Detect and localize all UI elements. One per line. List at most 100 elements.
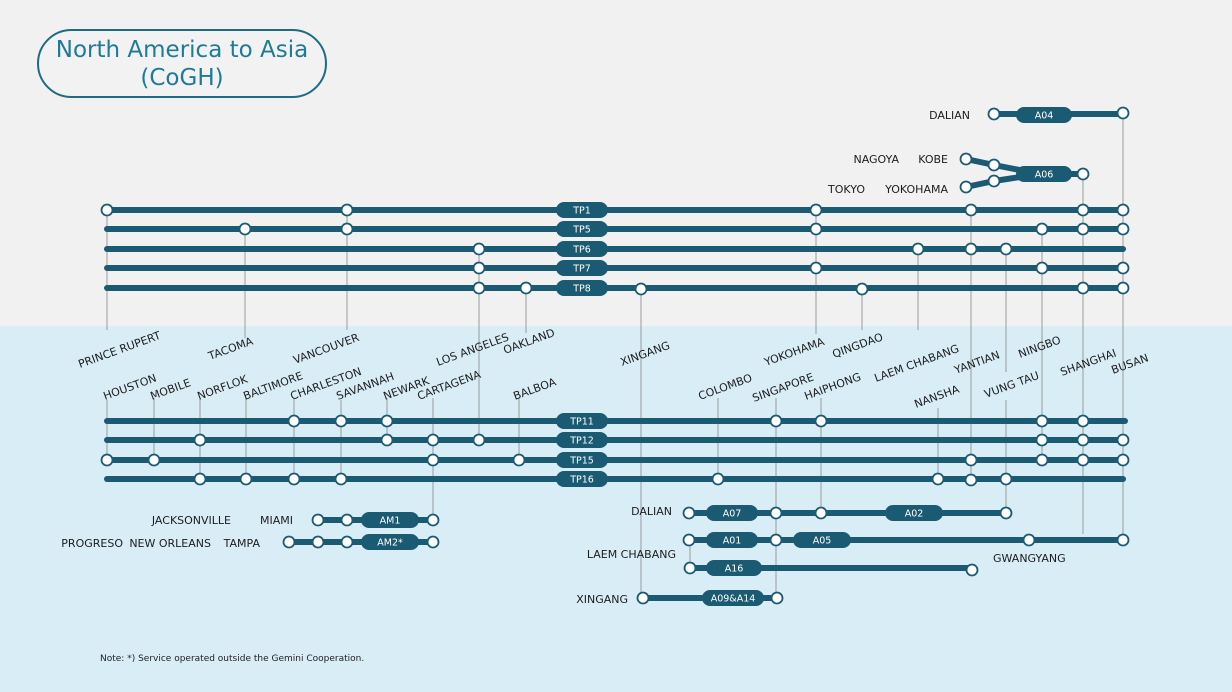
station-node[interactable] [239,472,253,486]
station-node[interactable] [472,242,486,256]
station-node[interactable] [959,180,973,194]
station-node[interactable] [814,414,828,428]
service-tp6-pill[interactable] [556,241,608,257]
station-node[interactable] [1076,167,1090,181]
station-node[interactable] [1076,281,1090,295]
station-node[interactable] [193,472,207,486]
station-node[interactable] [987,158,1001,172]
station-node[interactable] [636,591,650,605]
station-node[interactable] [1035,222,1049,236]
station-node[interactable] [987,174,1001,188]
station-node[interactable] [769,506,783,520]
service-tp15-pill[interactable] [556,452,608,468]
station-node[interactable] [999,506,1013,520]
station-node[interactable] [769,414,783,428]
service-tp1-pill[interactable] [556,202,608,218]
station-node[interactable] [472,433,486,447]
station-node[interactable] [334,414,348,428]
station-node[interactable] [1116,281,1130,295]
service-tp11-pill[interactable] [556,413,608,429]
station-node[interactable] [426,433,440,447]
station-node[interactable] [682,533,696,547]
station-node[interactable] [287,472,301,486]
station-node[interactable] [1035,453,1049,467]
station-node[interactable] [340,222,354,236]
station-node[interactable] [964,203,978,217]
station-node[interactable] [1076,414,1090,428]
station-node[interactable] [1076,433,1090,447]
service-a16-pill[interactable] [706,560,762,576]
station-node[interactable] [809,222,823,236]
station-node[interactable] [1116,222,1130,236]
station-node[interactable] [340,535,354,549]
station-node[interactable] [1035,433,1049,447]
station-node[interactable] [770,591,784,605]
station-node[interactable] [683,561,697,575]
station-node[interactable] [964,453,978,467]
station-node[interactable] [340,203,354,217]
station-node[interactable] [987,107,1001,121]
service-tp16-pill[interactable] [556,471,608,487]
station-node[interactable] [964,242,978,256]
station-node[interactable] [965,563,979,577]
station-node[interactable] [472,281,486,295]
station-node[interactable] [1035,414,1049,428]
service-am1-pill[interactable] [361,512,419,528]
station-node[interactable] [311,535,325,549]
service-a01-pill[interactable] [706,532,758,548]
station-node[interactable] [340,513,354,527]
service-tp12-pill[interactable] [556,432,608,448]
station-node[interactable] [711,472,725,486]
station-node[interactable] [931,472,945,486]
service-a06-pill[interactable] [1016,166,1072,182]
station-node[interactable] [380,433,394,447]
station-node[interactable] [426,535,440,549]
station-node[interactable] [193,433,207,447]
station-node[interactable] [380,414,394,428]
station-node[interactable] [147,453,161,467]
station-node[interactable] [1035,261,1049,275]
service-a04-pill[interactable] [1016,107,1072,123]
service-tp8-pill[interactable] [556,280,608,296]
station-node[interactable] [1076,453,1090,467]
station-node[interactable] [1116,533,1130,547]
station-node[interactable] [1076,203,1090,217]
station-node[interactable] [1022,533,1036,547]
station-node[interactable] [964,473,978,487]
service-tp7-pill[interactable] [556,260,608,276]
station-node[interactable] [100,203,114,217]
station-node[interactable] [311,513,325,527]
station-node[interactable] [1116,203,1130,217]
station-node[interactable] [426,453,440,467]
station-node[interactable] [999,242,1013,256]
station-node[interactable] [472,261,486,275]
station-node[interactable] [282,535,296,549]
station-node[interactable] [1116,106,1130,120]
station-node[interactable] [100,453,114,467]
station-node[interactable] [769,533,783,547]
station-node[interactable] [814,506,828,520]
station-node[interactable] [287,414,301,428]
station-node[interactable] [1116,453,1130,467]
service-am2-pill[interactable] [361,534,419,550]
station-node[interactable] [1116,261,1130,275]
station-node[interactable] [855,282,869,296]
station-node[interactable] [426,513,440,527]
station-node[interactable] [959,152,973,166]
station-node[interactable] [682,506,696,520]
station-node[interactable] [238,222,252,236]
service-tp5-pill[interactable] [556,221,608,237]
station-node[interactable] [334,472,348,486]
station-node[interactable] [519,281,533,295]
station-node[interactable] [999,472,1013,486]
station-node[interactable] [809,261,823,275]
service-a07-pill[interactable] [706,505,758,521]
station-node[interactable] [634,282,648,296]
station-node[interactable] [809,203,823,217]
service-a09-a14-pill[interactable] [702,590,764,606]
station-node[interactable] [512,453,526,467]
station-node[interactable] [1116,433,1130,447]
station-node[interactable] [911,242,925,256]
service-a02-pill[interactable] [885,505,943,521]
station-node[interactable] [1076,222,1090,236]
